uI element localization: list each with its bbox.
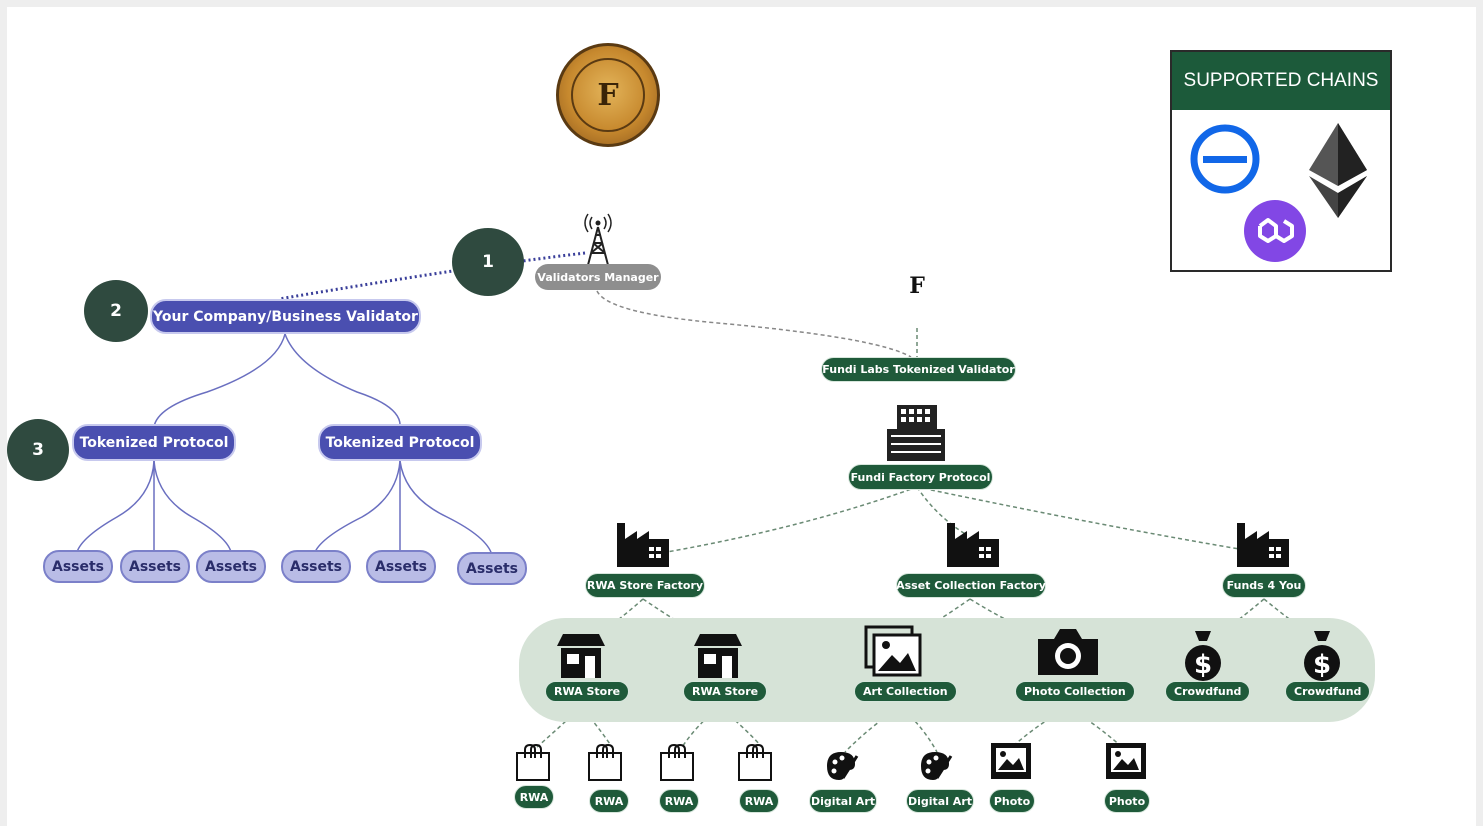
digital-art-item-pill[interactable]: Digital Art <box>809 789 877 813</box>
assets-pill[interactable]: Assets <box>457 552 527 585</box>
fundi-factory-protocol-pill[interactable]: Fundi Factory Protocol <box>848 464 993 490</box>
palette-icon <box>921 752 953 780</box>
supported-chains-title: SUPPORTED CHAINS <box>1172 52 1390 110</box>
step-badge-2: 2 <box>84 280 148 342</box>
assets-pill[interactable]: Assets <box>366 550 436 583</box>
factory-icon <box>1237 523 1289 567</box>
fundi-labs-logo-letter: F <box>909 273 925 299</box>
building-icon <box>887 405 945 461</box>
photo-item-pill[interactable]: Photo <box>989 789 1035 813</box>
tokenized-protocol-pill[interactable]: Tokenized Protocol <box>318 424 482 461</box>
assets-pill[interactable]: Assets <box>281 550 351 583</box>
asset-collection-factory-pill[interactable]: Asset Collection Factory <box>896 573 1046 598</box>
funds-4-you-pill[interactable]: Funds 4 You <box>1222 573 1306 598</box>
tokenized-protocol-pill[interactable]: Tokenized Protocol <box>72 424 236 461</box>
supported-chains-panel: SUPPORTED CHAINS <box>1170 50 1392 272</box>
antenna-tower-icon <box>584 213 612 266</box>
chain-logos <box>1190 123 1367 262</box>
rwa-store-label: RWA Store <box>554 685 621 698</box>
rwa-store-factory-pill[interactable]: RWA Store Factory <box>585 573 705 598</box>
crowdfund-label: Crowdfund <box>1174 685 1242 698</box>
store-icon <box>694 634 742 678</box>
company-validator-pill[interactable]: Your Company/Business Validator <box>150 299 421 334</box>
shopping-bag-icon <box>738 744 772 781</box>
diagram-canvas: F Validators Manager 1 2 3 Your Company/… <box>7 7 1476 826</box>
money-bag-icon: $ <box>1185 631 1221 681</box>
step-badge-1: 1 <box>452 228 524 296</box>
photo-collection-label: Photo Collection <box>1024 685 1126 698</box>
factory-icon <box>947 523 999 567</box>
rwa-store-label: RWA Store <box>692 685 759 698</box>
palette-icon <box>827 752 859 780</box>
crowdfund-pill[interactable]: Crowdfund <box>1285 681 1371 702</box>
store-icon <box>557 634 605 678</box>
validators-manager-pill[interactable]: Validators Manager <box>535 264 661 290</box>
shopping-bag-icon <box>588 744 622 781</box>
rwa-item-pill[interactable]: RWA <box>589 789 629 813</box>
art-collection-pill[interactable]: Art Collection <box>854 681 957 702</box>
camera-icon <box>1038 629 1098 675</box>
factory-icon <box>617 523 669 567</box>
polygon-icon <box>1244 200 1306 262</box>
fundi-labs-validator-pill[interactable]: Fundi Labs Tokenized Validator <box>821 357 1016 382</box>
svg-text:$: $ <box>1313 650 1331 680</box>
rwa-store-pill[interactable]: RWA Store <box>545 681 630 702</box>
fundi-labs-logo: F <box>891 257 943 315</box>
photo-icon <box>1106 743 1146 779</box>
photo-icon <box>991 743 1031 779</box>
digital-art-item-pill[interactable]: Digital Art <box>906 789 974 813</box>
rwa-item-pill[interactable]: RWA <box>514 785 554 809</box>
fundi-logo-letter: F <box>571 58 645 132</box>
art-collection-label: Art Collection <box>863 685 948 698</box>
rwa-item-pill[interactable]: RWA <box>739 789 779 813</box>
photo-item-pill[interactable]: Photo <box>1104 789 1150 813</box>
svg-text:$: $ <box>1194 650 1212 680</box>
step-badge-3: 3 <box>7 419 69 481</box>
photo-collection-pill[interactable]: Photo Collection <box>1015 681 1135 702</box>
assets-pill[interactable]: Assets <box>120 550 190 583</box>
gallery-icon <box>864 625 922 677</box>
ethereum-icon <box>1309 123 1367 218</box>
fundi-logo: F <box>556 43 660 147</box>
coin-circle-icon <box>1190 124 1260 194</box>
crowdfund-label: Crowdfund <box>1294 685 1362 698</box>
assets-pill[interactable]: Assets <box>43 550 113 583</box>
rwa-item-pill[interactable]: RWA <box>659 789 699 813</box>
collections-band <box>519 618 1375 722</box>
money-bag-icon: $ <box>1304 631 1340 681</box>
shopping-bag-icon <box>660 744 694 781</box>
rwa-store-pill[interactable]: RWA Store <box>683 681 768 702</box>
assets-pill[interactable]: Assets <box>196 550 266 583</box>
crowdfund-pill[interactable]: Crowdfund <box>1165 681 1251 702</box>
shopping-bag-icon <box>516 744 550 781</box>
